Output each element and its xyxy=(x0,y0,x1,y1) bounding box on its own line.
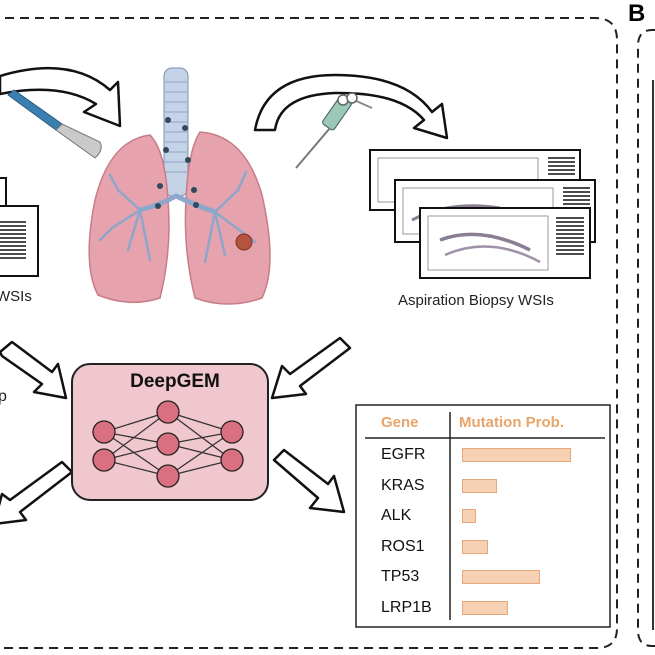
gene-label: LRP1B xyxy=(381,598,432,616)
right-slide-caption: Aspiration Biopsy WSIs xyxy=(398,292,554,309)
model-title: DeepGEM xyxy=(130,371,220,392)
table-header-prob: Mutation Prob. xyxy=(459,414,564,431)
syringe-icon xyxy=(295,92,373,169)
mutation-table xyxy=(355,404,611,628)
gene-label: EGFR xyxy=(381,446,426,463)
mutation-prob-bar xyxy=(462,600,508,615)
gene-label: TP53 xyxy=(381,568,420,585)
neural-network-icon xyxy=(92,400,244,488)
panel-a-frame xyxy=(0,17,618,649)
panel-label: B xyxy=(628,0,646,27)
mutation-prob-bar xyxy=(462,570,540,584)
arrow-left-out-model xyxy=(0,460,74,525)
panel-b-frame xyxy=(637,29,655,647)
left-slide-caption: WSIs xyxy=(0,288,32,305)
gene-label: ROS1 xyxy=(381,537,425,555)
left-side-text: p xyxy=(0,388,7,405)
model-box xyxy=(71,363,269,501)
lung-icon xyxy=(88,67,271,305)
barcode-icon xyxy=(0,221,26,259)
arrow-left-into-model xyxy=(0,340,68,400)
mutation-prob-bar xyxy=(462,478,497,493)
mutation-prob-bar xyxy=(462,448,571,462)
scalpel-icon xyxy=(7,89,102,159)
arrow-right-to-table xyxy=(272,448,346,514)
resection-slide-icon xyxy=(0,177,39,277)
arrow-right-into-model xyxy=(270,336,352,400)
mutation-prob-bar xyxy=(462,539,488,554)
curved-arrow-left xyxy=(0,66,122,128)
gene-label: KRAS xyxy=(381,476,425,494)
mutation-prob-bar xyxy=(462,509,476,523)
aspiration-slides-icon xyxy=(369,149,596,279)
table-header-gene: Gene xyxy=(381,414,419,431)
gene-label: ALK xyxy=(381,507,412,524)
curved-arrow-right xyxy=(253,73,449,140)
